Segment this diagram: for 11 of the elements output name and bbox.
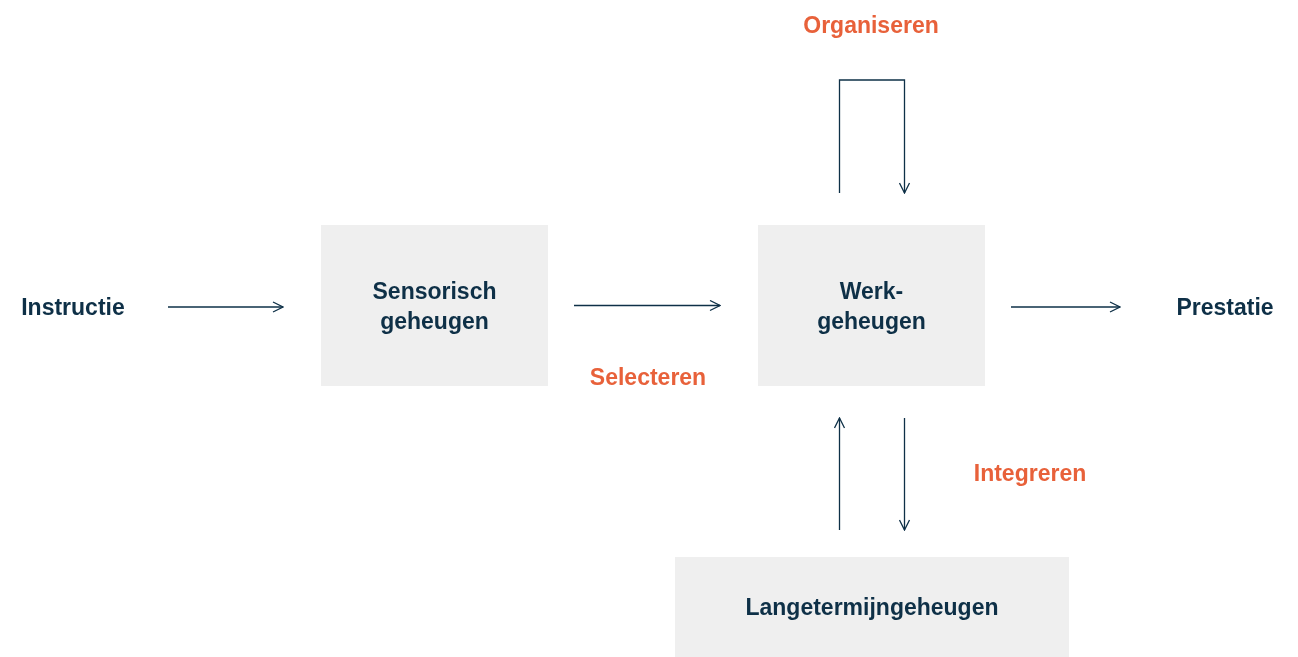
arrow (838, 79, 911, 194)
arrow (833, 417, 846, 531)
process-box: Langetermijngeheugen (675, 557, 1069, 657)
process-box: Sensorisch geheugen (321, 225, 548, 386)
arrow (898, 417, 911, 531)
arrow (1010, 301, 1121, 313)
node-label: Instructie (4, 290, 142, 324)
node-label: Prestatie (1158, 290, 1292, 324)
arrow (573, 299, 721, 312)
arrow (167, 301, 284, 313)
process-box: Werk- geheugen (758, 225, 985, 386)
